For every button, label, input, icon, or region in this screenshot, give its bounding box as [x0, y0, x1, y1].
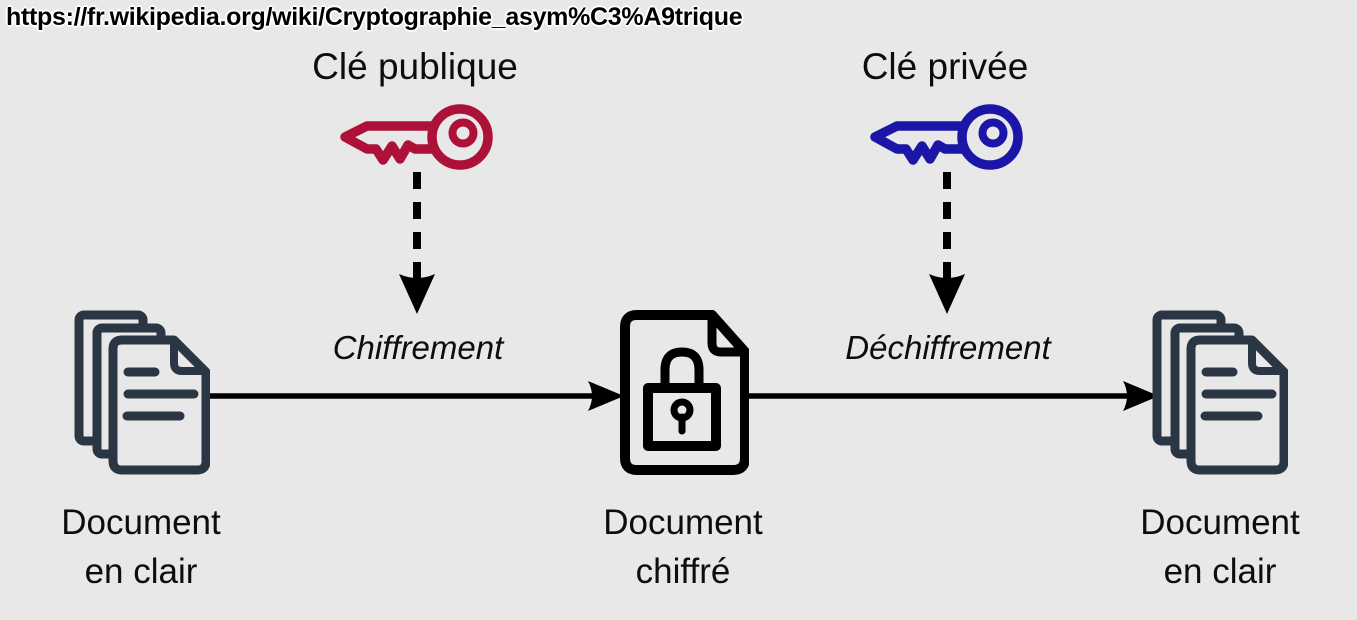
document-outline: [620, 310, 749, 475]
url-overlay-text: https://fr.wikipedia.org/wiki/Cryptograp…: [6, 3, 743, 31]
document-stack-icon: [1152, 310, 1288, 475]
caption-line: Document: [61, 503, 221, 542]
key-ring: [957, 104, 1023, 170]
caption-plain-left: Document en clair: [11, 498, 271, 596]
key-shaft: [870, 121, 969, 165]
caption-line: chiffré: [635, 552, 731, 591]
encrypt-label: Chiffrement: [332, 329, 504, 366]
caption-line: Document: [603, 503, 763, 542]
decrypt-arrow-icon: [744, 381, 1159, 411]
private-key-icon: [870, 104, 1023, 170]
padlock-shackle: [660, 347, 704, 393]
front-sheet: [108, 335, 210, 475]
decrypt-label: Déchiffrement: [845, 329, 1051, 366]
page-fold: [1248, 338, 1285, 375]
key-hole: [978, 118, 1008, 148]
encrypt-arrow-icon: [205, 381, 624, 411]
page-fold: [707, 312, 747, 357]
key-shaft: [340, 121, 439, 165]
page-fold: [170, 338, 207, 375]
private-key-dashed-arrow-icon: [929, 172, 965, 314]
document-stack-icon: [74, 310, 210, 475]
public-key-dashed-arrow-icon: [399, 172, 435, 314]
private-key-label: Clé privée: [861, 46, 1029, 87]
front-sheet: [1186, 335, 1288, 475]
public-key-label: Clé publique: [312, 46, 518, 87]
key-ring: [427, 104, 493, 170]
caption-encrypted: Document chiffré: [553, 498, 813, 596]
caption-line: en clair: [84, 552, 198, 591]
public-key-icon: [340, 104, 493, 170]
caption-line: en clair: [1163, 552, 1277, 591]
padlock-body: [643, 383, 721, 451]
caption-plain-right: Document en clair: [1090, 498, 1350, 596]
caption-line: Document: [1140, 503, 1300, 542]
locked-document-icon: [620, 310, 749, 475]
key-hole: [448, 118, 478, 148]
